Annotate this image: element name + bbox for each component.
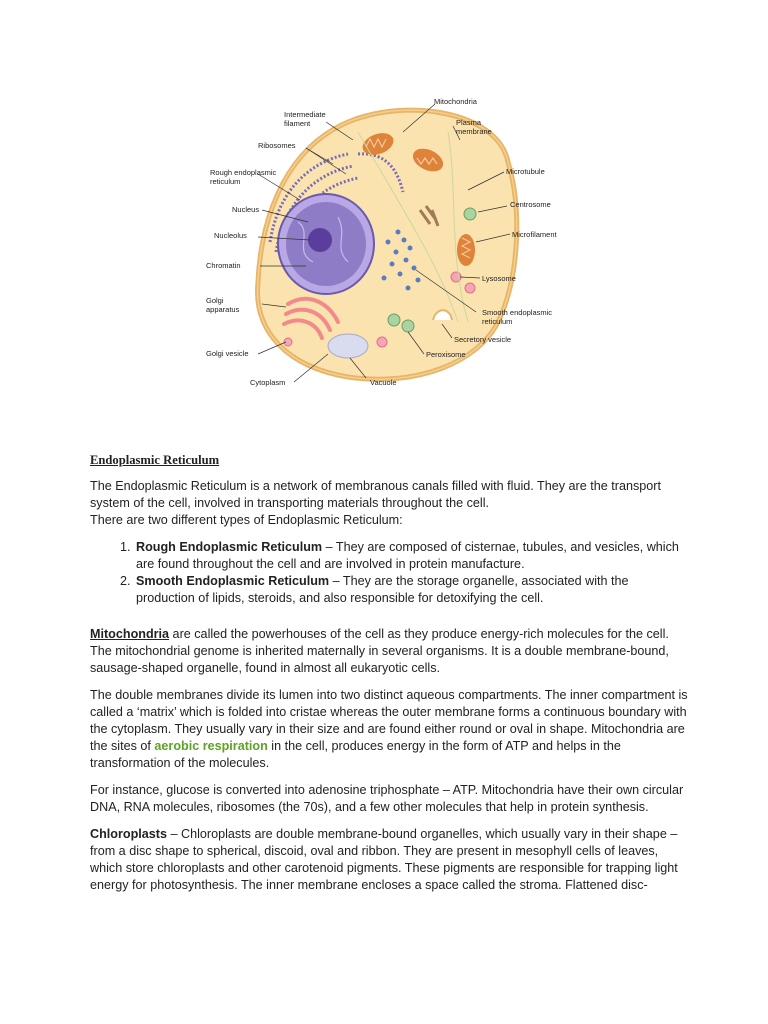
- list-item-text: – They are the storage organelle, associ…: [136, 574, 629, 605]
- paragraph-mito-2: The double membranes divide its lumen in…: [90, 687, 690, 772]
- er-intro-text: The Endoplasmic Reticulum is a network o…: [90, 479, 661, 510]
- label-secretory-vesicle: Secretory vesicle: [454, 335, 512, 344]
- er-types-intro: There are two different types of Endopla…: [90, 513, 403, 527]
- nucleolus: [308, 228, 332, 252]
- er-types-list: Rough Endoplasmic Reticulum – They are c…: [90, 539, 690, 607]
- smooth-er: [381, 229, 421, 291]
- label-lysosome: Lysosome: [482, 274, 516, 283]
- label-ribosomes: Ribosomes: [258, 141, 296, 150]
- chloroplasts-term: Chloroplasts: [90, 827, 167, 841]
- aerobic-respiration-link[interactable]: aerobic respiration: [154, 739, 268, 753]
- list-item-term: Smooth Endoplasmic Reticulum: [136, 574, 330, 588]
- paragraph-mito-1: Mitochondria are called the powerhouses …: [90, 626, 690, 677]
- centrosome-shape: [418, 205, 440, 227]
- label-microfilament: Microfilament: [512, 230, 557, 239]
- section-heading-er: Endoplasmic Reticulum: [90, 453, 220, 467]
- label-intermediate-filament: Intermediate filament: [284, 110, 326, 128]
- mitochondria-shapes: [362, 133, 475, 266]
- label-smooth-er: Smooth endoplasmic reticulum: [482, 308, 553, 326]
- label-plasma-membrane: Plasma membrane: [456, 118, 492, 136]
- golgi-shape: [282, 296, 340, 340]
- label-rough-er: Rough endoplasmic reticulum: [210, 168, 277, 186]
- label-mitochondria: Mitochondria: [434, 97, 477, 106]
- label-golgi-vesicle: Golgi vesicle: [206, 349, 249, 358]
- mito-p1-text: are called the powerhouses of the cell a…: [90, 627, 669, 675]
- animal-cell-diagram: Mitochondria Intermediate filament Plasm…: [198, 92, 578, 392]
- paragraph-er-intro: The Endoplasmic Reticulum is a network o…: [90, 478, 690, 529]
- vacuole-shape: [327, 333, 369, 359]
- label-golgi-apparatus: Golgi apparatus: [206, 296, 240, 314]
- mito-p2-after: in the cell, produces energy in the form…: [90, 739, 621, 770]
- list-item: Smooth Endoplasmic Reticulum – They are …: [134, 573, 690, 607]
- mitochondria-term: Mitochondria: [90, 627, 170, 641]
- list-item-term: Rough Endoplasmic Reticulum: [136, 540, 323, 554]
- article-body: Endoplasmic Reticulum The Endoplasmic Re…: [90, 452, 690, 904]
- mito-p2-before: The double membranes divide its lumen in…: [90, 688, 688, 753]
- list-item-text: – They are composed of cisternae, tubule…: [136, 540, 679, 571]
- cell-illustration: [255, 103, 520, 383]
- label-centrosome: Centrosome: [510, 200, 551, 209]
- label-nucleus: Nucleus: [232, 205, 260, 214]
- paragraph-chloroplasts: Chloroplasts – Chloroplasts are double m…: [90, 826, 690, 894]
- paragraph-mito-3: For instance, glucose is converted into …: [90, 783, 684, 814]
- label-microtubule: Microtubule: [506, 167, 545, 176]
- label-peroxisome: Peroxisome: [426, 350, 466, 359]
- label-cytoplasm: Cytoplasm: [250, 378, 286, 387]
- list-item: Rough Endoplasmic Reticulum – They are c…: [134, 539, 690, 573]
- label-chromatin: Chromatin: [206, 261, 241, 270]
- chloro-text: – Chloroplasts are double membrane-bound…: [90, 827, 678, 892]
- label-nucleolus: Nucleolus: [214, 231, 247, 240]
- label-vacuole: Vacuole: [370, 378, 397, 387]
